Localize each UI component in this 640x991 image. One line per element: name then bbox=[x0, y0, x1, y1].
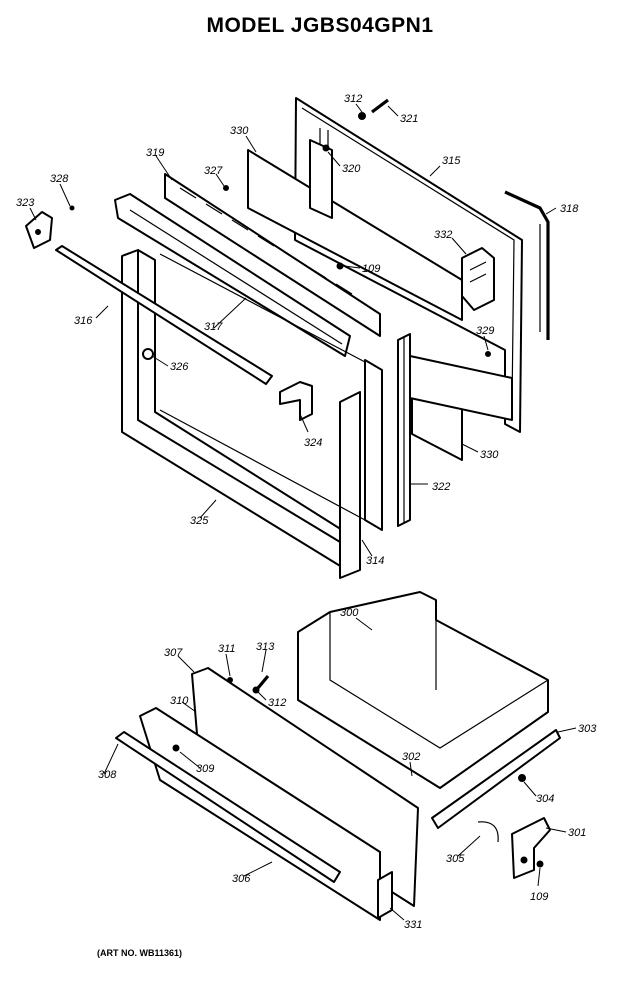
part-330-insulation-upper bbox=[247, 149, 463, 321]
part-331-end-cap bbox=[377, 871, 393, 919]
part-327-screw bbox=[223, 185, 229, 191]
callout-305: 305 bbox=[446, 853, 465, 865]
callout-109-lower: 109 bbox=[530, 891, 548, 903]
part-320-hinge-bracket bbox=[309, 139, 333, 219]
callout-316: 316 bbox=[74, 315, 93, 327]
part-309-screw bbox=[172, 744, 180, 752]
part-321-screw bbox=[371, 98, 389, 114]
callout-329: 329 bbox=[476, 325, 494, 337]
part-332-hinge-receiver bbox=[461, 247, 495, 311]
callout-325: 325 bbox=[190, 515, 209, 527]
part-311-screw bbox=[227, 677, 233, 683]
part-314-door-glass bbox=[159, 253, 383, 531]
part-109-screw-upper bbox=[336, 262, 344, 270]
lower-hardware bbox=[172, 674, 544, 868]
callout-306: 306 bbox=[232, 873, 251, 885]
callout-313: 313 bbox=[256, 641, 275, 653]
leader-lines bbox=[29, 103, 577, 921]
part-324-door-hinge bbox=[279, 381, 313, 421]
part-322-side-channel bbox=[397, 333, 411, 527]
part-319-door-liner bbox=[164, 173, 381, 337]
part-316-handle-rod bbox=[55, 245, 273, 385]
callout-310: 310 bbox=[170, 695, 189, 707]
part-317-door-top-frame bbox=[114, 193, 351, 357]
part-301-slide-bracket bbox=[511, 817, 551, 879]
callout-312-upper: 312 bbox=[344, 93, 362, 105]
part-323-latch-bracket bbox=[25, 211, 53, 249]
part-318-door-gasket bbox=[504, 190, 550, 340]
art-number: (ART NO. WB11361) bbox=[97, 948, 183, 958]
callout-314: 314 bbox=[366, 555, 384, 567]
callout-323: 323 bbox=[16, 197, 35, 209]
callout-330-lower: 330 bbox=[480, 449, 499, 461]
part-312-screw-upper bbox=[358, 112, 366, 120]
part-305-spring bbox=[477, 821, 499, 843]
part-109-screw-lower bbox=[536, 860, 544, 868]
callout-317: 317 bbox=[204, 321, 223, 333]
callout-331: 331 bbox=[404, 919, 422, 931]
callout-332: 332 bbox=[434, 229, 452, 241]
callout-326: 326 bbox=[170, 361, 189, 373]
callout-315: 315 bbox=[442, 155, 461, 167]
part-329-screw bbox=[485, 351, 491, 357]
callout-319: 319 bbox=[146, 147, 164, 159]
part-300-drawer-body bbox=[297, 591, 549, 789]
part-304-screw bbox=[518, 774, 526, 782]
callout-304: 304 bbox=[536, 793, 554, 805]
callout-301: 301 bbox=[568, 827, 586, 839]
callout-330-upper: 330 bbox=[230, 125, 249, 137]
part-door-bottom-rail bbox=[409, 355, 513, 421]
callout-307: 307 bbox=[164, 647, 183, 659]
part-308-trim-strip bbox=[115, 731, 341, 883]
callout-309: 309 bbox=[196, 763, 214, 775]
callout-318: 318 bbox=[560, 203, 579, 215]
callout-320: 320 bbox=[342, 163, 361, 175]
part-325-inner-door-frame bbox=[121, 249, 361, 579]
callout-300: 300 bbox=[340, 607, 359, 619]
diagram-title: MODEL JGBS04GPN1 bbox=[206, 14, 434, 37]
callout-321: 321 bbox=[400, 113, 418, 125]
callout-311: 311 bbox=[218, 643, 236, 655]
callout-327: 327 bbox=[204, 165, 223, 177]
upper-hardware bbox=[69, 98, 491, 357]
callout-308-upper: 308 bbox=[98, 769, 117, 781]
callout-303: 303 bbox=[578, 723, 597, 735]
part-326-clip bbox=[142, 348, 154, 360]
callout-302: 302 bbox=[402, 751, 420, 763]
callout-312-lower: 312 bbox=[268, 697, 286, 709]
callout-328: 328 bbox=[50, 173, 69, 185]
callout-labels: 312 321 330 320 315 319 327 328 323 318 … bbox=[16, 93, 597, 931]
part-312-screw-lower bbox=[252, 686, 260, 694]
callout-322: 322 bbox=[432, 481, 450, 493]
part-313-screw bbox=[256, 674, 270, 690]
part-303-drawer-slide-rail bbox=[431, 729, 561, 829]
callout-109-upper: 109 bbox=[362, 263, 380, 275]
part-328-screw bbox=[69, 205, 75, 211]
callout-324: 324 bbox=[304, 437, 322, 449]
